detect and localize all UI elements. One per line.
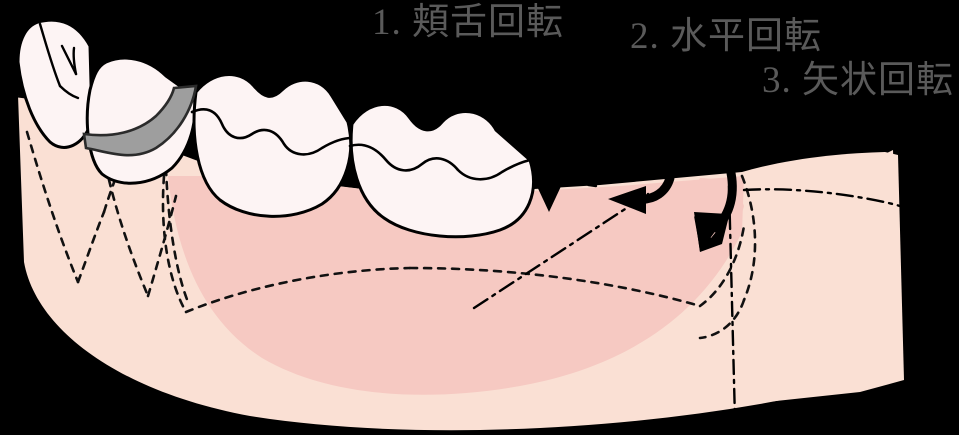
molar-roots-dashed bbox=[161, 174, 746, 314]
mandibular-ramus bbox=[742, 152, 904, 404]
tooth-molar-2 bbox=[349, 103, 535, 239]
arrow-sagittal-rotation bbox=[694, 163, 737, 252]
ramus-axis-line bbox=[742, 188, 902, 208]
arrow-bucco-lingual-rotation bbox=[535, 144, 563, 212]
horizontal-rotation-axis bbox=[472, 192, 650, 310]
arrow-horizontal-rotation bbox=[608, 173, 675, 214]
molar-2-occlusal-grooves bbox=[348, 143, 532, 181]
premolar-1-cusp-detail bbox=[38, 22, 80, 100]
gingiva bbox=[168, 176, 744, 395]
molar-1-occlusal-grooves bbox=[190, 108, 354, 156]
label-bucco-lingual-rotation: 1. 頬舌回転 bbox=[372, 2, 564, 43]
label-sagittal-rotation: 3. 矢状回転 bbox=[762, 60, 954, 101]
sagittal-rotation-axis bbox=[727, 184, 737, 422]
label-horizontal-rotation: 2. 水平回転 bbox=[630, 16, 822, 57]
elevator-blade bbox=[82, 84, 198, 157]
